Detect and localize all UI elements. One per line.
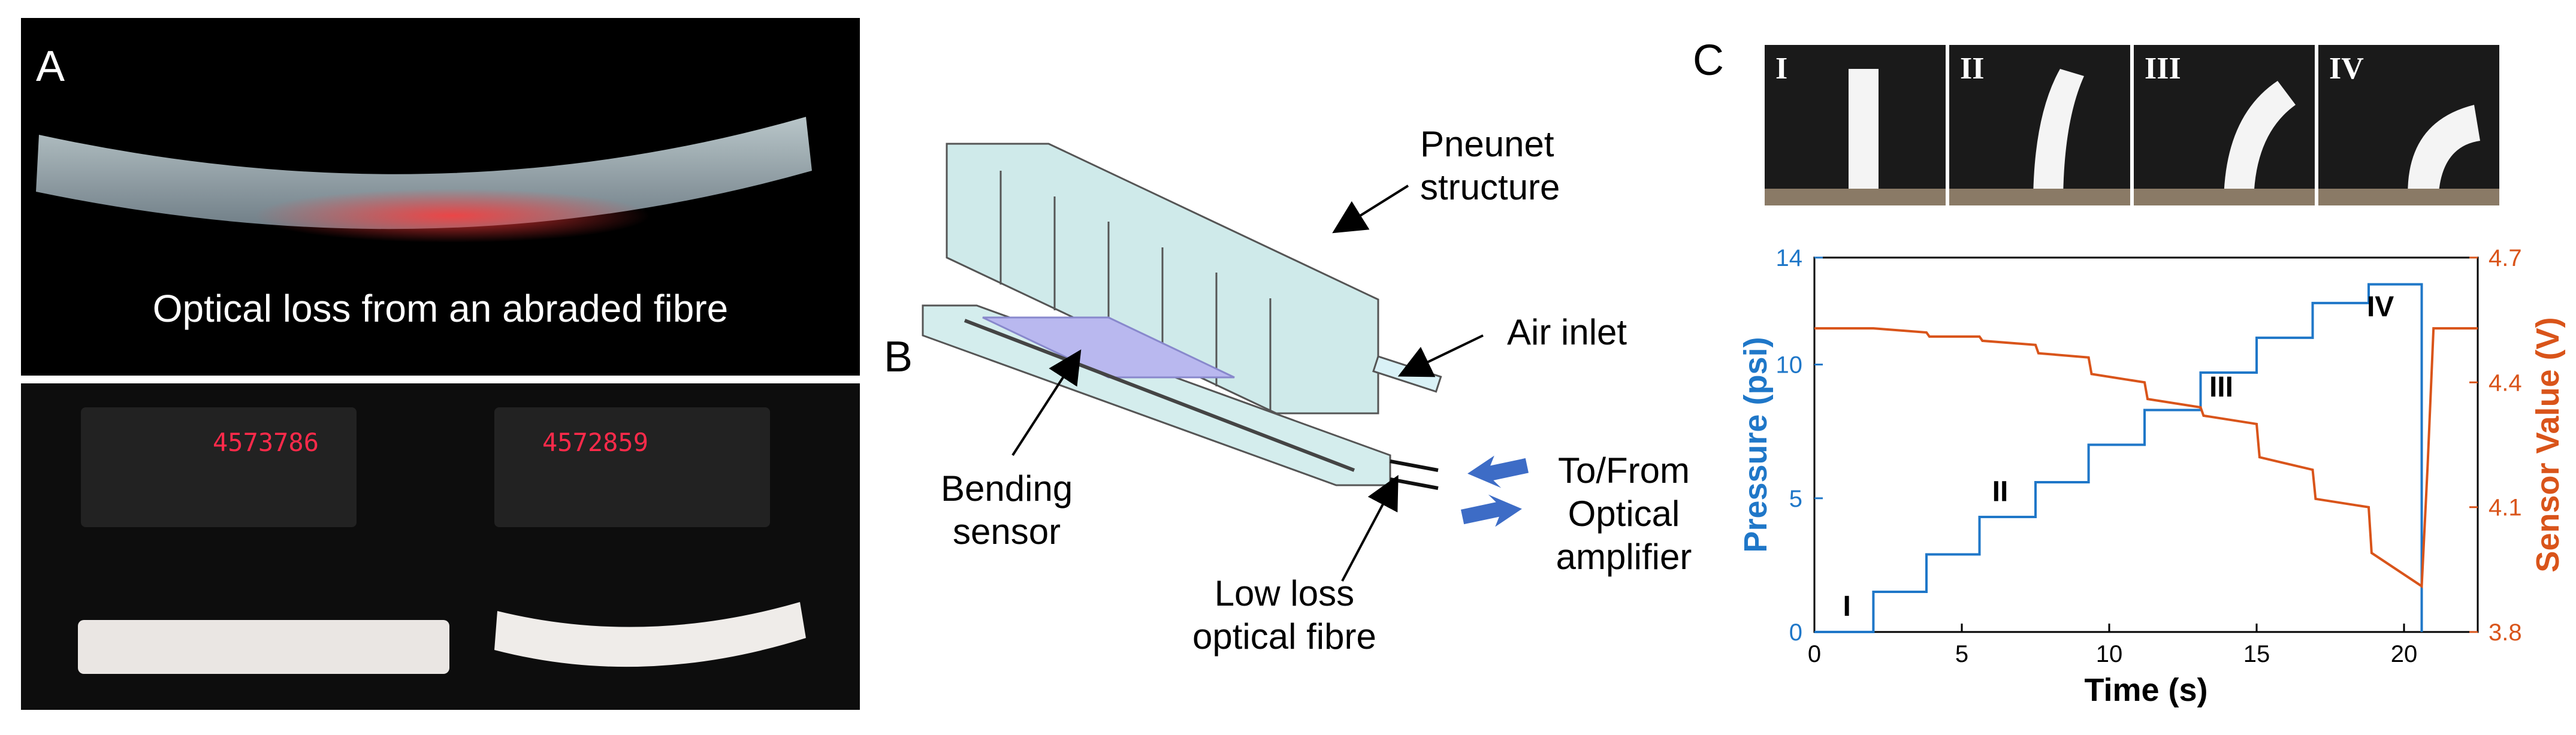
arrow-air-inlet: [1397, 334, 1484, 377]
y-left-tick-label-0: 0: [1789, 619, 1802, 646]
x-tick-label-5: 5: [1955, 641, 1968, 667]
photo-label-2: II: [1960, 52, 1985, 86]
panel-a-top-photo: A Optical loss from an abraded fibre: [21, 18, 860, 376]
x-tick-label-0: 0: [1808, 641, 1821, 667]
arrow-pneunet: [1332, 184, 1409, 234]
stage-label-3: III: [2209, 371, 2233, 403]
photo-stage-1: I: [1765, 45, 1946, 205]
x-axis-label: Time (s): [2084, 672, 2207, 708]
amplifier-left: 4573786: [81, 407, 357, 527]
stage-label-1: I: [1843, 591, 1850, 622]
photo-stage-4: IV: [2318, 45, 2499, 205]
label-pneunet: Pneunet structure: [1420, 124, 1560, 207]
pneunet-diagram: [922, 143, 1442, 490]
label-low-loss-fibre: Low loss optical fibre: [1192, 573, 1376, 657]
y-left-axis-label: Pressure (psi): [1738, 337, 1774, 552]
arrow-lowloss: [1341, 474, 1399, 582]
photo-stage-3: III: [2134, 45, 2315, 205]
panel-a-bottom-photo: 4573786 4572859: [21, 383, 860, 710]
label-air-inlet: Air inlet: [1507, 312, 1627, 352]
stage-label-2: II: [1992, 476, 2009, 507]
arrow-to-amplifier: [1467, 455, 1529, 488]
pressure-series-line: [1814, 283, 2423, 633]
panel-label-c: C: [1693, 37, 1724, 84]
diagram-callout-arrows: [1011, 184, 1529, 582]
bent-fibre: [494, 602, 806, 667]
photo-stage-2: II: [1949, 45, 2130, 205]
y-left-tick-label-14: 14: [1776, 245, 1803, 271]
meter-reading-left: 4573786: [213, 428, 319, 457]
straight-fibre: [78, 620, 449, 674]
meter-reading-right: 4572859: [542, 428, 649, 457]
photo-label-3: III: [2145, 52, 2181, 86]
x-tick-label-20: 20: [2391, 641, 2418, 667]
amplifier-right: 4572859: [494, 407, 770, 527]
arrow-bending: [1011, 349, 1082, 456]
y-right-axis-label: Sensor Value (V): [2530, 317, 2566, 572]
y-right-tick-label-4.7: 4.7: [2489, 245, 2522, 271]
abraded-fibre-photo: [36, 117, 812, 243]
panel-label-b: B: [884, 333, 913, 381]
stage-label-4: IV: [2367, 291, 2394, 323]
photo-label-4: IV: [2329, 52, 2364, 86]
caption-optical-loss: Optical loss from an abraded fibre: [152, 287, 729, 330]
fibre-lead-top: [1390, 459, 1439, 472]
arrow-from-amplifier: [1460, 494, 1522, 527]
y-right-tick-label-4.1: 4.1: [2489, 495, 2522, 521]
photo-label-1: I: [1775, 52, 1788, 86]
y-right-tick-label-4.4: 4.4: [2489, 370, 2522, 396]
label-to-from-amplifier: To/From Optical amplifier: [1556, 450, 1692, 577]
x-tick-label-10: 10: [2096, 641, 2123, 667]
y-left-tick-label-5: 5: [1789, 486, 1802, 512]
x-tick-label-15: 15: [2243, 641, 2270, 667]
pneunet-structure-drawing: [946, 143, 1379, 415]
label-bending-sensor: Bending sensor: [941, 468, 1073, 552]
sensor-series-line: [1814, 327, 2478, 589]
y-right-tick-label-3.8: 3.8: [2489, 619, 2522, 646]
fibre-samples: [78, 602, 806, 674]
y-left-tick-label-10: 10: [1776, 352, 1803, 379]
plot-frame: [1813, 256, 2479, 633]
red-glow: [255, 189, 650, 243]
panel-label-a: A: [36, 43, 65, 90]
